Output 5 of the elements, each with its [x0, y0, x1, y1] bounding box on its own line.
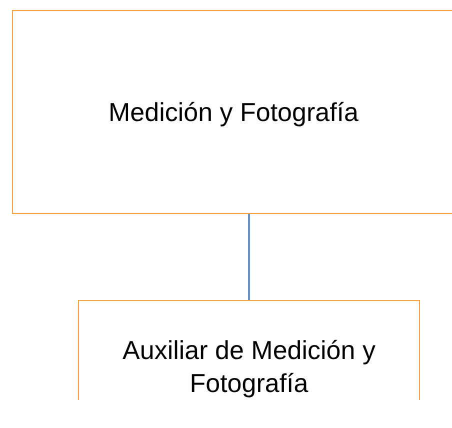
role-title: Medición y Fotografía — [107, 96, 360, 128]
connector-line — [248, 214, 250, 300]
org-box — [12, 10, 452, 214]
role-title: Auxiliar de Medición y Fotografía — [122, 334, 376, 399]
org-box — [78, 300, 420, 400]
